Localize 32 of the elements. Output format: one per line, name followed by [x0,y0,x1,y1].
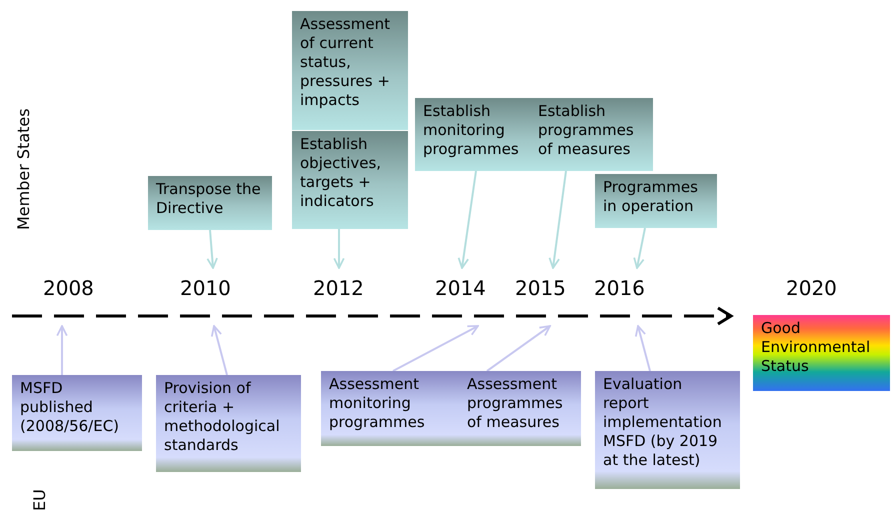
process-box: Programmes in operation [595,174,717,228]
process-box: Provision of criteria + methodological standards [156,375,301,472]
process-box: MSFD published (2008/56/EC) [12,375,142,451]
arrow [548,170,567,269]
axis-label: Member States [14,108,33,230]
year-label: 2012 [313,276,364,300]
process-box: Establish objectives, targets + indicators [292,131,408,229]
process-box: Assessment programmes of measures [459,371,581,446]
arrow [56,325,68,375]
process-box: Establish programmes of measures [530,98,653,171]
arrow [210,325,228,376]
arrow [333,229,345,269]
process-box: Establish monitoring programmes [415,98,530,171]
year-label: 2020 [786,276,837,300]
arrow [458,170,477,269]
year-label: 2016 [594,276,645,300]
year-label: 2008 [43,276,94,300]
arrow [633,228,646,269]
process-box: Transpose the Directive [148,176,272,230]
process-box: Assessment monitoring programmes [321,371,459,446]
arrow [392,325,479,372]
axis-label: EU [30,489,49,511]
timeline-arrow [12,306,734,326]
arrow [486,325,551,372]
year-label: 2014 [435,276,486,300]
goal-box: Good Environmental Status [753,315,890,391]
process-box: Evaluation report implementation MSFD (by 2019 at the latest) [595,371,740,489]
year-label: 2015 [515,276,566,300]
process-box: Assessment of current status, pressures + impacts [292,11,408,130]
year-label: 2010 [180,276,231,300]
arrow [206,230,218,269]
arrow [634,325,651,372]
